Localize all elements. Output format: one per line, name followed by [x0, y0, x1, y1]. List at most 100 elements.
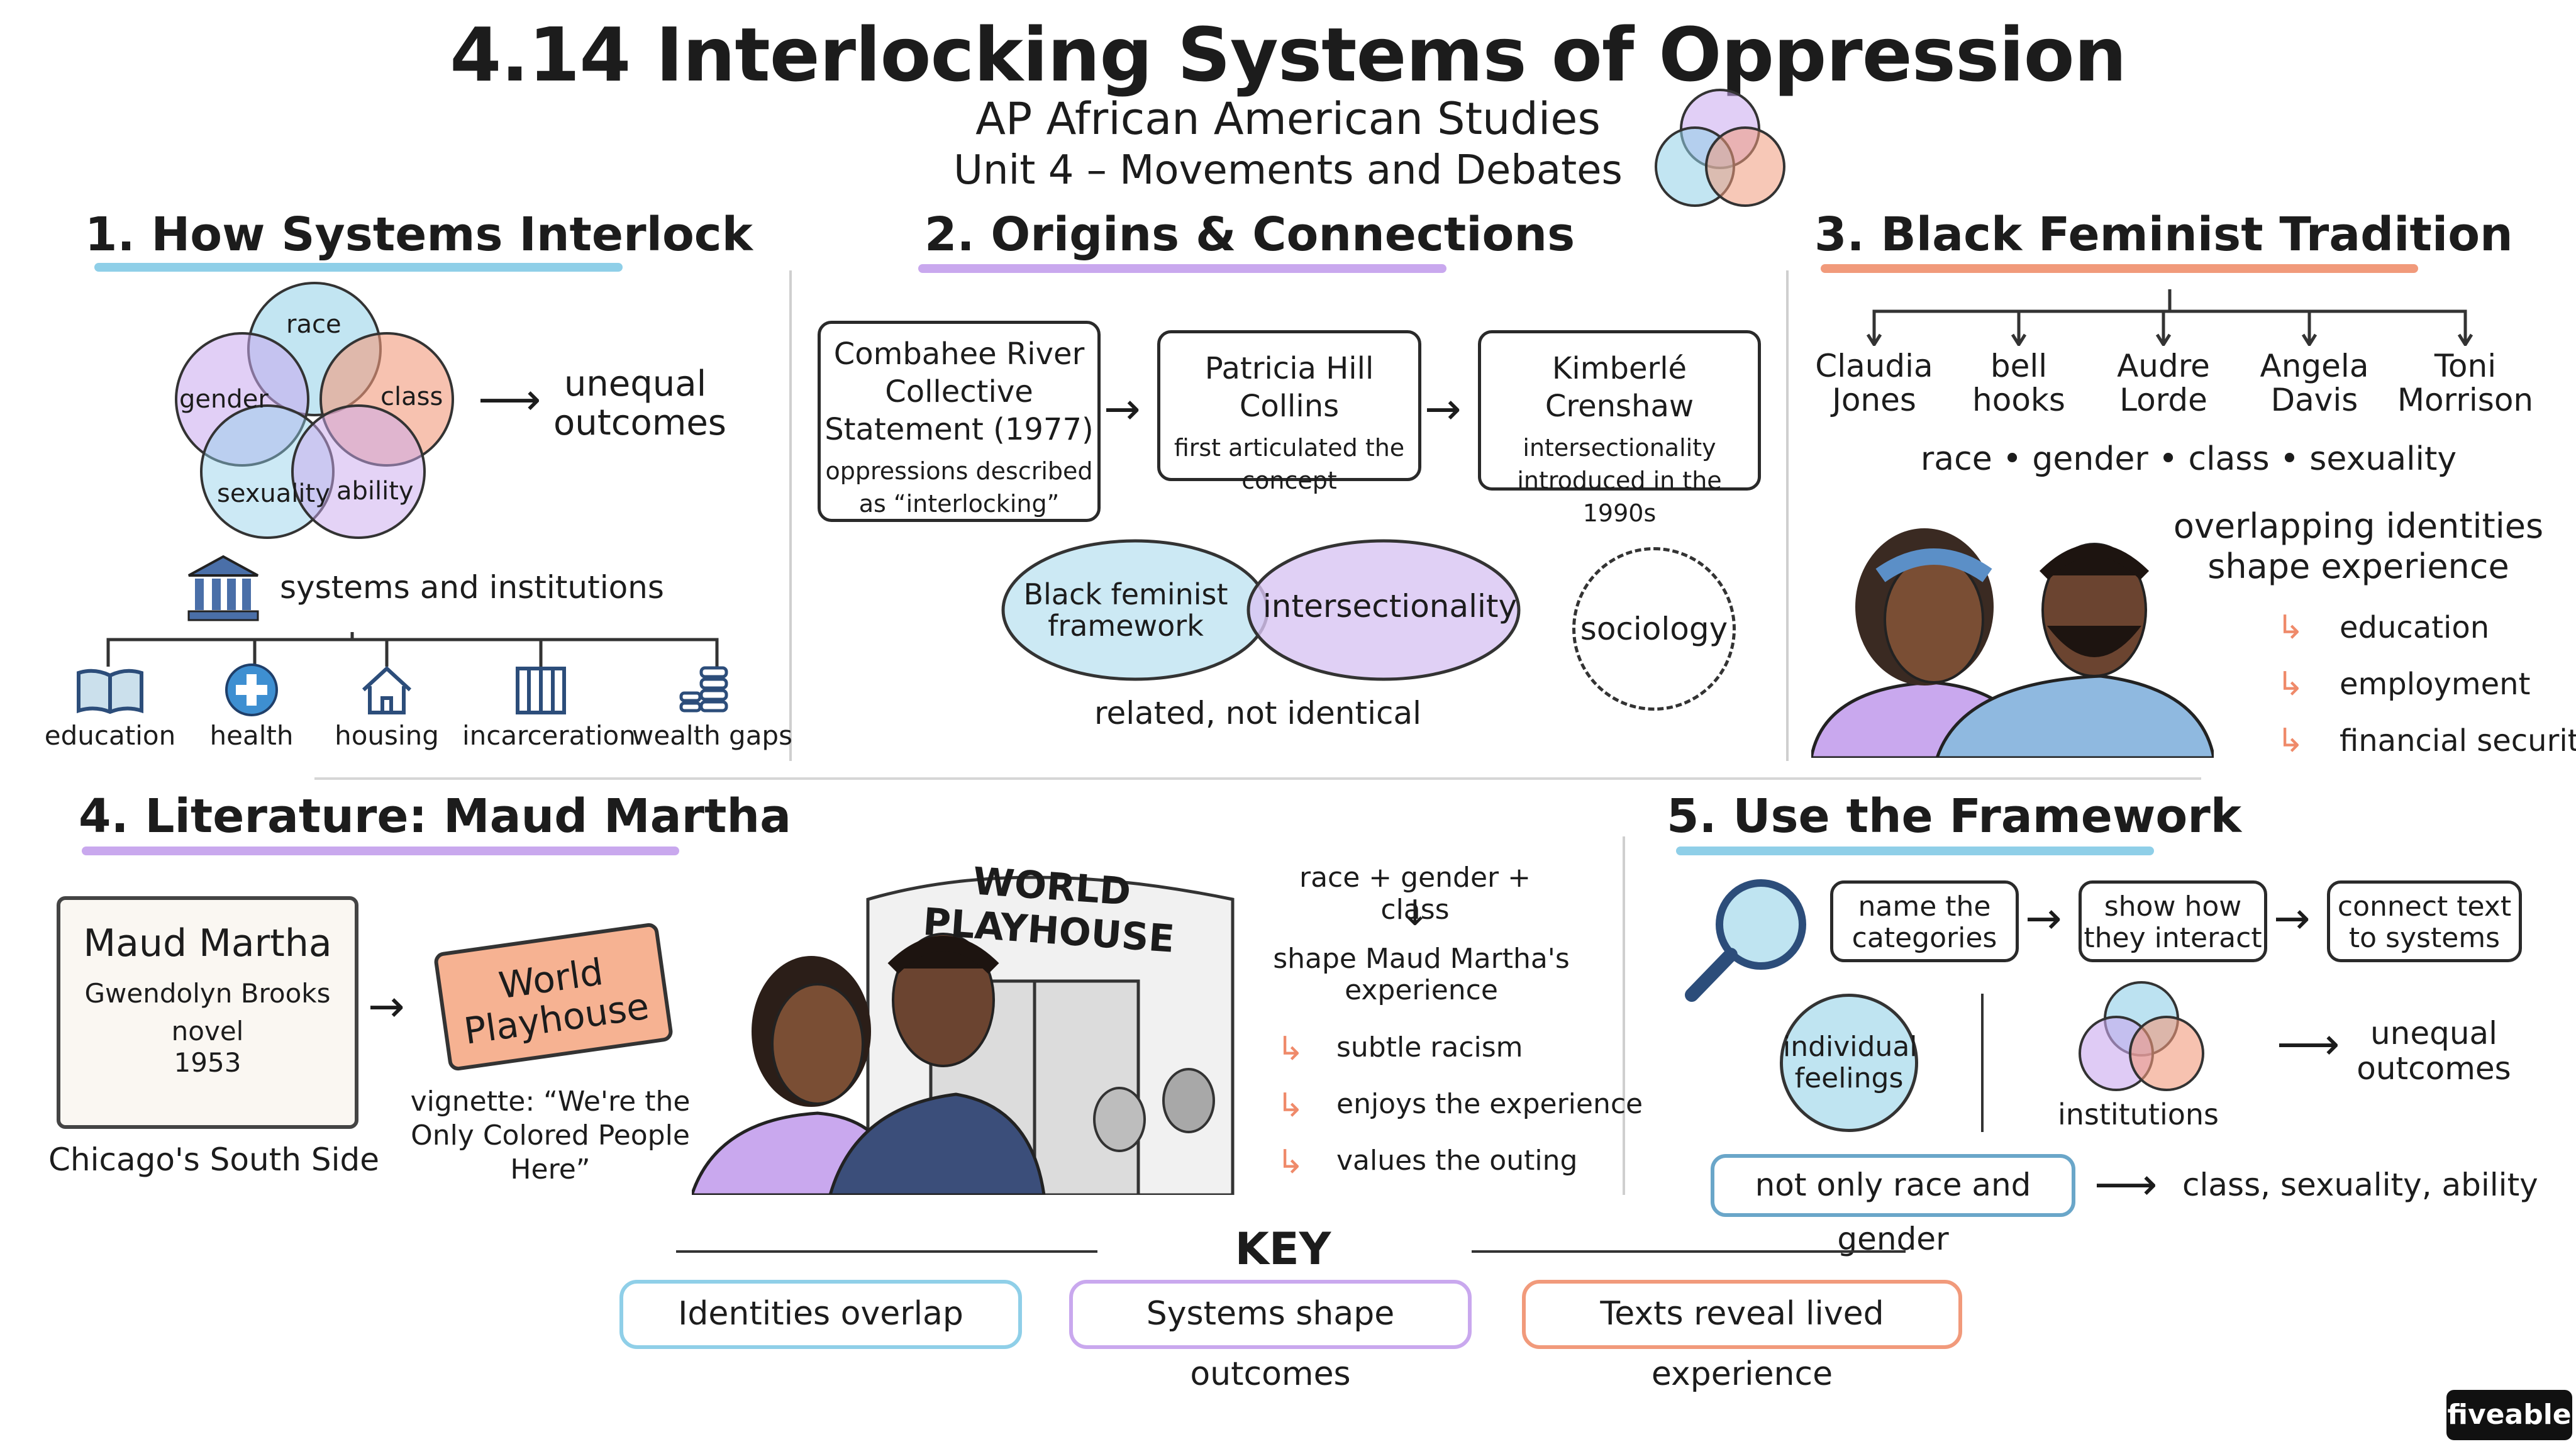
systems-label: systems and institutions [280, 569, 664, 606]
arrow-right-icon: → [2025, 892, 2062, 944]
orange-arrow-icon: ↳ [1277, 1143, 1304, 1181]
orange-arrow-icon: ↳ [2277, 722, 2304, 760]
novel-book-icon [57, 896, 358, 1129]
magnifying-glass-icon [1685, 879, 1806, 1002]
unit-subtitle: Unit 4 – Movements and Debates [953, 147, 1623, 194]
icon-caption-education: education [44, 720, 176, 751]
icon-caption-health: health [209, 720, 294, 751]
thinker-claudia-jones: Claudia Jones [1815, 348, 1933, 418]
individual-feelings-circle: individual feelings [1780, 994, 1918, 1132]
arrow-right-icon: ⟶ [478, 374, 541, 425]
divider-2-3 [1786, 270, 1789, 761]
section3-heading: 3. Black Feminist Tradition [1814, 208, 2513, 262]
step-name-categories: name the categories [1830, 880, 2019, 962]
crenshaw-title: Kimberlé Crenshaw [1545, 351, 1694, 424]
takeaways-rule-left [676, 1250, 1097, 1253]
takeaway-identities-overlap: Identities overlap [619, 1280, 1022, 1349]
step-show-interaction: show how they interact [2079, 880, 2267, 962]
section1-heading: 1. How Systems Interlock [85, 208, 753, 262]
takeaway-texts-reveal-experience: Texts reveal lived experience [1522, 1280, 1962, 1393]
not-only-race-gender-box: not only race and gender [1711, 1154, 2075, 1257]
identity-categories: race • gender • class • sexuality [1920, 440, 2457, 478]
combahee-box: Combahee River Collective Statement (197… [818, 321, 1101, 522]
arrow-right-icon: → [2273, 892, 2311, 944]
setting-caption: Chicago's South Side [48, 1141, 379, 1178]
house-icon [358, 663, 415, 717]
section4-heading: 4. Literature: Maud Martha [79, 789, 792, 843]
arrow-down-icon: ↓ [1400, 893, 1430, 934]
effect-enjoys-experience: enjoys the experience [1336, 1088, 1643, 1120]
vignette-caption: vignette: “We're the Only Colored People… [410, 1085, 691, 1185]
dashed-circle-sociology: sociology [1572, 547, 1736, 711]
crenshaw-box: Kimberlé Crenshaw intersectionality intr… [1478, 330, 1761, 527]
venn-label-ability: ability [336, 477, 414, 506]
thinker-angela-davis: Angela Davis [2260, 348, 2369, 418]
institutions-label: institutions [2058, 1097, 2219, 1131]
section3-underline [1821, 264, 2418, 273]
theater-scene-illustration [692, 875, 1235, 1195]
step-connect-text: connect text to systems [2327, 880, 2522, 962]
identity-venn-diagram [175, 282, 454, 539]
arrow-right-icon: ⟶ [2094, 1158, 2158, 1210]
extended-categories: class, sexuality, ability [2182, 1167, 2538, 1203]
book-genre: novel [171, 1016, 244, 1046]
collins-box: Patricia Hill Collins first articulated … [1157, 330, 1421, 494]
formula-result: shape Maud Martha's experience [1273, 943, 1570, 1006]
arrow-right-icon: → [368, 980, 405, 1032]
divider-1-2 [789, 270, 792, 761]
orange-arrow-icon: ↳ [1277, 1087, 1304, 1124]
section5-underline [1676, 847, 2154, 855]
page-title: 4.14 Interlocking Systems of Oppression [450, 11, 2127, 98]
thinker-bell-hooks: bell hooks [1972, 348, 2065, 418]
takeaway-systems-shape-outcomes: Systems shape outcomes [1069, 1280, 1472, 1393]
book-icon [72, 667, 148, 717]
takeaways-rule-right [1472, 1250, 1906, 1253]
fiveable-logo: fiveable [2446, 1390, 2572, 1440]
divider-horizontal [314, 777, 2201, 780]
effect-employment: employment [2340, 667, 2531, 702]
course-subtitle: AP African American Studies [975, 93, 1601, 145]
world-playhouse-ticket: World Playhouse [433, 921, 674, 1072]
divider-4-5 [1623, 836, 1625, 1195]
effect-education: education [2340, 610, 2490, 645]
venn-label-race: race [286, 310, 341, 339]
oval-black-feminist-framework: Black feminist framework [1023, 577, 1228, 643]
icon-caption-housing: housing [335, 720, 439, 751]
icon-caption-incarceration: incarceration [462, 720, 636, 751]
book-author: Gwendolyn Brooks [84, 978, 331, 1009]
crenshaw-sub: intersectionality introduced in the 1990… [1517, 434, 1722, 527]
venn-logo-icon [1655, 89, 1785, 207]
framework-overlap-ovals [1001, 539, 1521, 681]
jail-bars-icon [513, 663, 569, 717]
effect-subtle-racism: subtle racism [1336, 1031, 1523, 1063]
combahee-title: Combahee River Collective Statement (197… [824, 336, 1094, 447]
arrow-right-icon: → [1424, 383, 1462, 435]
collins-title: Patricia Hill Collins [1204, 351, 1374, 424]
section5-outcome: unequal outcomes [2357, 1015, 2511, 1087]
formula-text: race + gender + class [1299, 862, 1531, 926]
arrow-right-icon: ⟶ [2277, 1018, 2340, 1070]
thinker-audre-lorde: Audre Lorde [2117, 348, 2210, 418]
combahee-sub: oppressions described as “interlocking” [825, 457, 1093, 518]
icon-caption-wealth-gaps: wealth gaps [632, 720, 792, 751]
book-title: Maud Martha [83, 921, 332, 965]
venn-label-gender: gender [179, 385, 269, 414]
medical-cross-icon [223, 662, 280, 718]
institutions-venn-icon [2079, 981, 2204, 1091]
effect-values-outing: values the outing [1336, 1145, 1578, 1177]
section4-underline [82, 847, 679, 855]
institution-building-icon [187, 555, 259, 621]
individual-institution-divider [1981, 994, 1984, 1132]
collins-sub: first articulated the concept [1174, 434, 1405, 494]
venn-label-sexuality: sexuality [217, 479, 330, 508]
section1-outcome: unequal outcomes [553, 364, 726, 443]
effect-financial-security: financial security [2340, 723, 2576, 758]
thinkers-tree-lines [1866, 289, 2473, 346]
arrow-right-icon: → [1104, 383, 1141, 435]
systems-tree-lines [106, 632, 719, 667]
overlapping-statement: overlapping identities shape experience [2173, 506, 2544, 586]
orange-arrow-icon: ↳ [2277, 665, 2304, 703]
orange-arrow-icon: ↳ [2277, 609, 2304, 647]
orange-arrow-icon: ↳ [1277, 1030, 1304, 1068]
section1-underline [94, 263, 623, 272]
